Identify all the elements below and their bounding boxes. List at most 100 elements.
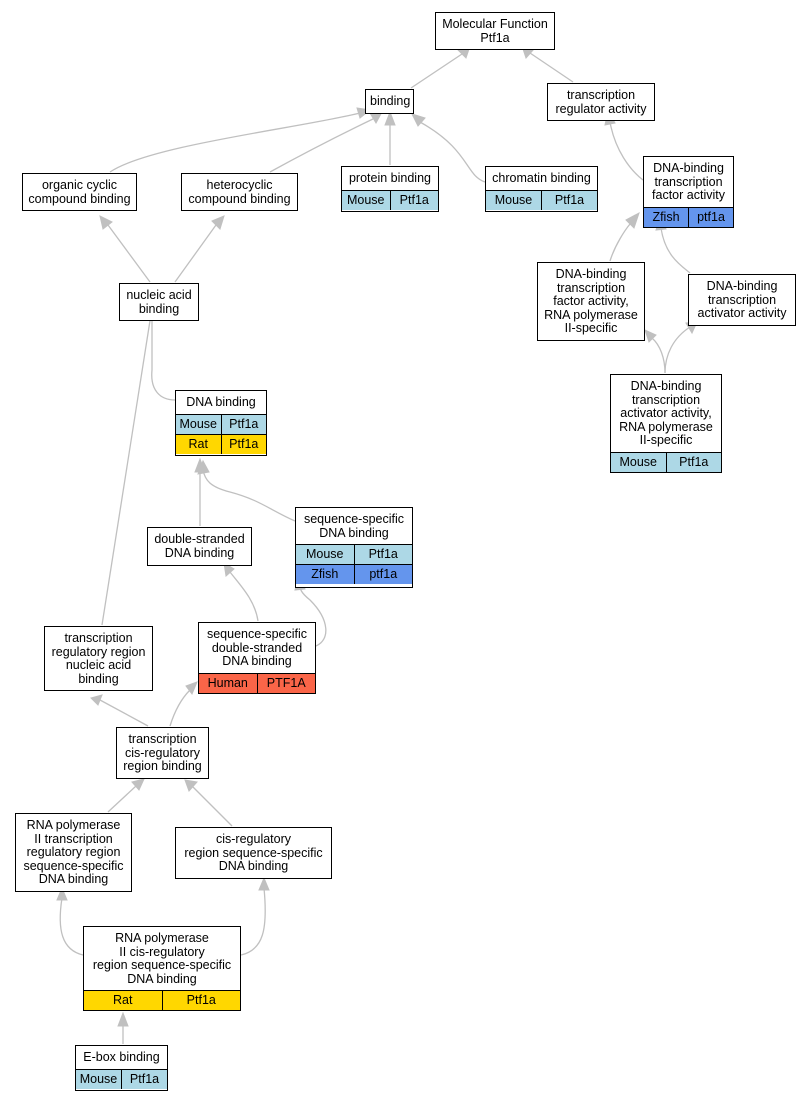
edge-arrowhead — [99, 215, 113, 230]
gene-cell: Ptf1a — [389, 190, 438, 210]
go-term-label: sequence-specific DNA binding — [303, 512, 405, 540]
go-term-node-nab[interactable]: nucleic acid binding — [119, 283, 199, 321]
go-term-node-crr-ss[interactable]: cis-regulatory region sequence-specific … — [175, 827, 332, 879]
edge-line — [59, 897, 84, 956]
edge-arrowhead — [644, 329, 657, 343]
edge-arrowhead — [625, 211, 640, 229]
edge-line — [419, 121, 486, 183]
edge-arrowhead — [369, 111, 383, 125]
go-term-label: sequence-specific double-stranded DNA bi… — [206, 627, 308, 668]
go-term-label: double-stranded DNA binding — [154, 532, 245, 560]
gene-cell: ptf1a — [688, 207, 733, 227]
species-cell: Rat — [84, 991, 162, 1010]
go-term-node-hcb[interactable]: heterocyclic compound binding — [181, 173, 298, 211]
gene-cell: PTF1A — [256, 673, 315, 693]
edge-line — [151, 308, 176, 401]
species-cell: Mouse — [296, 545, 354, 564]
species-cell: Mouse — [342, 190, 390, 210]
go-term-node-ssdsdb[interactable]: sequence-specific double-stranded DNA bi… — [198, 622, 316, 694]
go-term-node-rnap-crr[interactable]: RNA polymerase II cis-regulatory region … — [83, 926, 241, 1011]
edge-arrowhead — [184, 779, 198, 792]
species-cell: Mouse — [176, 414, 221, 434]
edge-arrowhead — [384, 110, 396, 126]
go-term-label: DNA binding — [186, 395, 256, 409]
edge-line — [191, 785, 233, 827]
gene-cell: Ptf1a — [220, 414, 266, 434]
go-term-node-tra[interactable]: transcription regulator activity — [547, 83, 655, 121]
go-term-label: RNA polymerase II cis-regulatory region … — [92, 931, 232, 986]
go-term-label: protein binding — [348, 171, 431, 185]
go-term-label: transcription regulatory region nucleic … — [51, 631, 146, 686]
go-term-label: DNA-binding transcription activator acti… — [697, 279, 787, 320]
edge-arrowhead — [185, 681, 198, 695]
edge-line — [240, 887, 266, 956]
gene-cell: Ptf1a — [353, 545, 412, 564]
go-term-node-trrnab[interactable]: transcription regulatory region nucleic … — [44, 626, 153, 691]
edge-arrowhead — [131, 778, 145, 791]
edge-arrowhead — [211, 215, 225, 230]
gene-cell: Ptf1a — [665, 452, 721, 472]
go-term-label: nucleic acid binding — [126, 288, 192, 316]
edge-line — [99, 699, 149, 727]
go-term-label: transcription regulator activity — [555, 88, 647, 116]
edge-line — [664, 326, 691, 374]
go-term-label: heterocyclic compound binding — [188, 178, 291, 206]
edge-line — [169, 689, 191, 727]
go-term-node-tcrrb[interactable]: transcription cis-regulatory region bind… — [116, 727, 209, 779]
go-term-node-dbtaa-rnap[interactable]: DNA-binding transcription activator acti… — [610, 374, 722, 473]
go-term-label: DNA-binding transcription factor activit… — [652, 161, 725, 202]
edge-line — [529, 52, 574, 83]
species-cell: Human — [199, 673, 257, 693]
go-term-node-mf[interactable]: Molecular Function Ptf1a — [435, 12, 555, 50]
edge-arrowhead — [258, 876, 270, 891]
gene-cell: Ptf1a — [161, 991, 240, 1010]
species-cell: Mouse — [611, 452, 666, 472]
edge-arrowhead — [411, 113, 426, 127]
go-term-label: RNA polymerase II transcription regulato… — [23, 818, 124, 886]
edge-line — [651, 337, 666, 374]
gene-cell: Ptf1a — [121, 1069, 167, 1089]
go-term-node-occb[interactable]: organic cyclic compound binding — [22, 173, 137, 211]
edge-line — [410, 53, 463, 89]
go-term-node-dsdb[interactable]: double-stranded DNA binding — [147, 527, 252, 566]
gene-cell: ptf1a — [353, 565, 412, 584]
species-cell: Mouse — [76, 1069, 121, 1089]
edge-line — [101, 307, 153, 626]
species-cell: Zfish — [296, 565, 354, 584]
edge-line — [609, 121, 644, 181]
go-term-node-binding[interactable]: binding — [365, 89, 414, 114]
go-term-node-dbtaa[interactable]: DNA-binding transcription activator acti… — [688, 274, 796, 326]
edge-line — [107, 785, 137, 813]
go-term-node-rnap-trr[interactable]: RNA polymerase II transcription regulato… — [15, 813, 132, 892]
edge-line — [174, 224, 217, 283]
gene-cell: Ptf1a — [220, 434, 266, 454]
edge-arrowhead — [223, 562, 235, 577]
edge-line — [609, 223, 631, 262]
species-cell: Rat — [176, 434, 221, 454]
species-cell: Zfish — [644, 207, 688, 227]
go-term-node-dbtfa-rnap[interactable]: DNA-binding transcription factor activit… — [537, 262, 645, 341]
go-term-label: cis-regulatory region sequence-specific … — [184, 832, 323, 873]
edge-arrowhead — [56, 886, 68, 901]
species-cell: Mouse — [486, 190, 541, 210]
edge-arrowhead — [90, 694, 103, 706]
go-term-label: transcription cis-regulatory region bind… — [123, 732, 202, 773]
go-term-node-dbtfa[interactable]: DNA-binding transcription factor activit… — [643, 156, 734, 228]
edge-line — [202, 469, 296, 522]
edge-line — [229, 571, 259, 622]
edge-line — [269, 117, 376, 173]
